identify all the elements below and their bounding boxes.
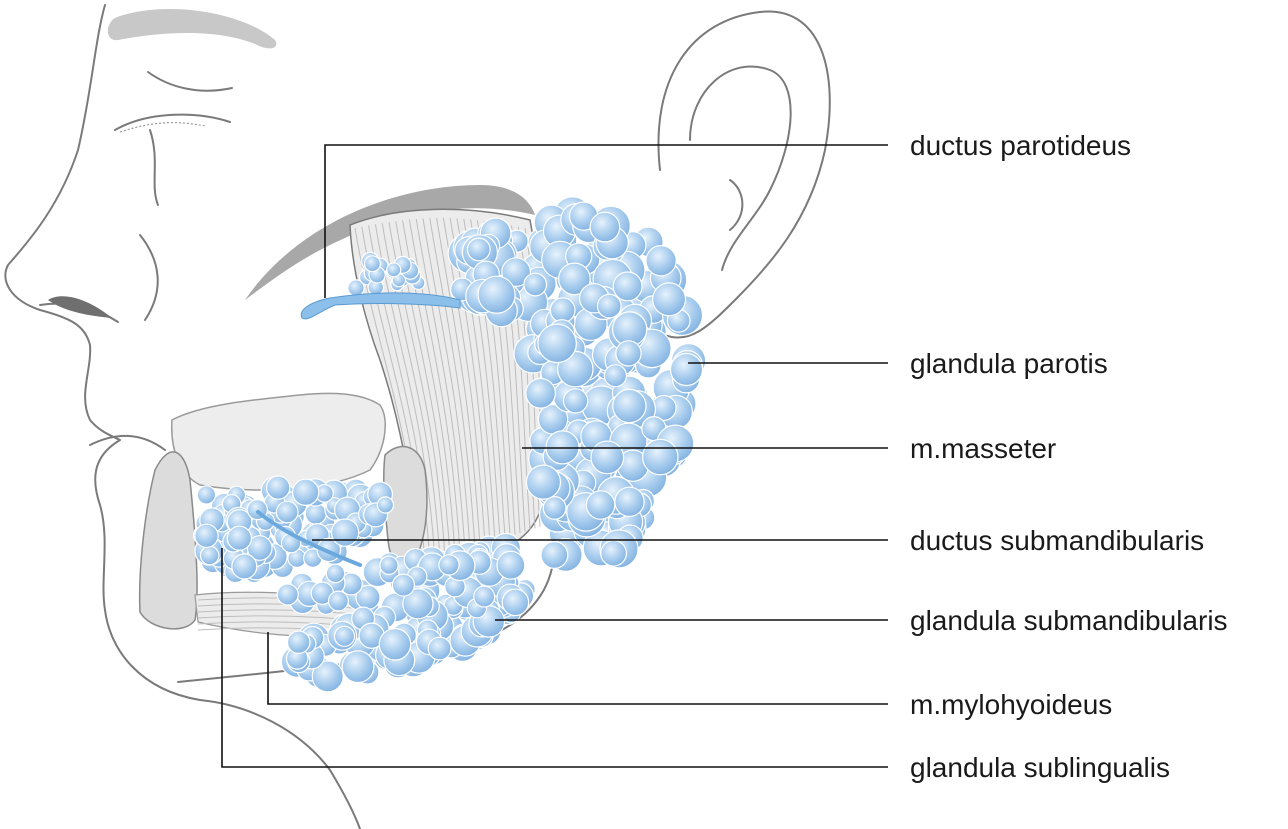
gland-lobule [603, 364, 628, 388]
gland-lobule [226, 525, 252, 551]
eyebrow-shape [107, 9, 277, 49]
gland-lobule [589, 211, 621, 243]
gland-lobule [402, 588, 434, 620]
gland-lobule [199, 545, 220, 566]
leader-m-mylohyoideus [267, 632, 888, 705]
gland-lobule [378, 627, 412, 661]
gland-lobule [376, 496, 395, 514]
gland-lobule [585, 490, 616, 520]
gland-lobule [525, 377, 556, 409]
label-glandula-parotis: glandula parotis [910, 348, 1108, 379]
gland-lobule [363, 255, 381, 273]
muscle-fiber [422, 218, 471, 550]
gland-lobule [196, 485, 217, 505]
profile-line [4, 4, 361, 829]
gland-lobule [286, 630, 311, 654]
gland-lobule [496, 550, 526, 580]
mandible-front [138, 451, 198, 630]
ear-tragus [729, 179, 744, 231]
gland-lobule [558, 262, 591, 296]
gland-lobule [325, 563, 346, 584]
gland-lobule [266, 475, 291, 500]
gland-lobule [292, 478, 320, 506]
label-glandula-sublingualis: glandula sublingualis [910, 752, 1170, 783]
gland-lobule [194, 523, 219, 549]
label-ductus-parotideus: ductus parotideus [910, 130, 1131, 161]
nostril-shape [48, 296, 112, 318]
gland-lobule [427, 636, 452, 661]
gland-lobule [327, 590, 349, 612]
gland-lobule [615, 340, 642, 367]
leader-glandula-sublingualis [221, 548, 888, 768]
gland-lobule [600, 539, 627, 567]
gland-lobule [562, 388, 589, 414]
gland-lobule [275, 500, 299, 524]
lower-lip-line [89, 434, 166, 451]
parotid-duct [300, 292, 461, 320]
gland-lobule [276, 583, 299, 606]
gland-lobule [333, 625, 356, 647]
gland-lobule [246, 535, 273, 561]
gland-lobule [540, 540, 569, 569]
zygomatic-arch [245, 185, 535, 300]
gland-lobule [590, 440, 625, 475]
gland-lobule [612, 388, 647, 424]
ear-inner [689, 65, 792, 271]
gland-lobule [501, 257, 531, 288]
label-ductus-submandibularis: ductus submandibularis [910, 525, 1204, 556]
gland-lobule [652, 282, 687, 317]
leader-ductus-parotideus [324, 144, 888, 298]
gland-lobule [311, 660, 344, 693]
gland-lobule [614, 486, 645, 517]
accessory-parotid-gland [347, 251, 426, 297]
gland-lobule [523, 272, 548, 297]
eyelashes [119, 122, 206, 133]
gland-lobule [596, 293, 622, 319]
muscle-fiber [408, 219, 461, 553]
ear-outer [651, 10, 831, 339]
label-m-masseter: m.masseter [910, 433, 1056, 464]
gland-lobule [542, 496, 567, 520]
gland-lobule [537, 323, 577, 364]
cheek-fold [149, 129, 159, 206]
gum-shape [171, 392, 386, 491]
gland-lobule [466, 237, 491, 262]
muscle-fiber [429, 218, 476, 548]
gland-lobule [347, 279, 365, 297]
ear [651, 10, 831, 339]
labels: ductus parotideus glandula parotis m.mas… [910, 130, 1228, 783]
gland-lobule [231, 553, 258, 580]
gland-lobule [341, 650, 375, 684]
gland-lobule [473, 585, 496, 608]
gland-lobule [501, 588, 530, 617]
gland-lobule [330, 518, 360, 547]
gland-lobule [438, 554, 460, 576]
muscle-fiber [436, 217, 481, 546]
gland-lobule [641, 438, 679, 476]
submandibular-gland [276, 532, 536, 693]
gland-lobule [645, 245, 677, 277]
muscle-fiber [415, 218, 466, 551]
eyelid-line [114, 113, 231, 131]
gland-lobule [386, 262, 402, 278]
gland-lobule [477, 275, 516, 314]
gland-lobule [525, 464, 562, 500]
eye-top-line [147, 71, 233, 92]
label-m-mylohyoideus: m.mylohyoideus [910, 689, 1112, 720]
gland-lobule [612, 271, 643, 302]
parotid-gland [447, 196, 707, 572]
label-glandula-submandibularis: glandula submandibularis [910, 605, 1228, 636]
submandibular-duct [256, 510, 362, 567]
face-outline [4, 4, 553, 829]
gland-lobule [549, 297, 576, 324]
gland-lobule [391, 573, 415, 597]
gland-lobule [669, 352, 704, 387]
leader-lines [221, 144, 888, 768]
sublingual-gland [192, 475, 395, 584]
nose-wing [139, 234, 159, 321]
gland-lobule [379, 555, 399, 576]
